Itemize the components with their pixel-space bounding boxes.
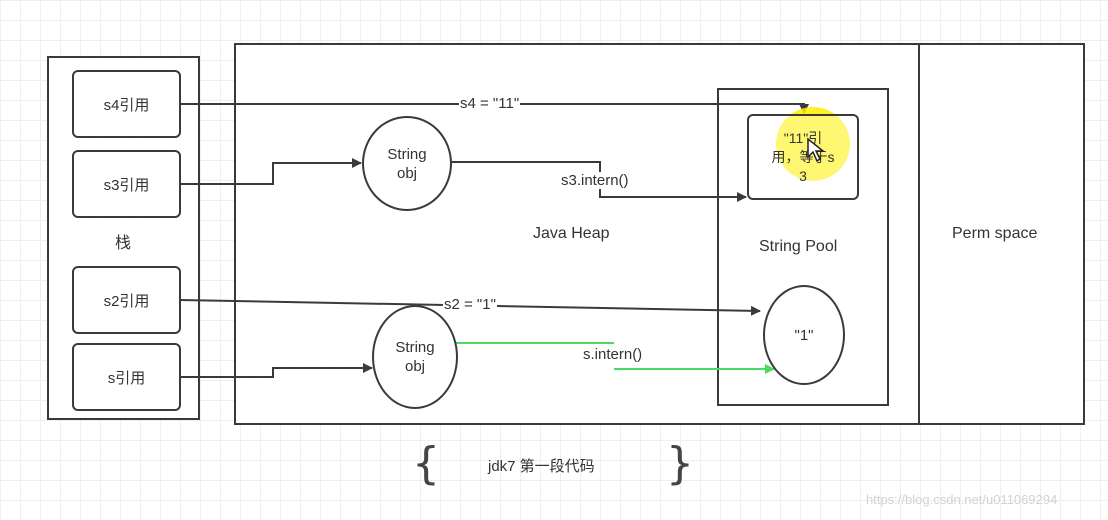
perm-space-panel [918, 43, 1085, 425]
stack-item-s: s引用 [72, 343, 181, 411]
string-literal-1: "1" [763, 285, 845, 385]
s3-ref-arrow [180, 158, 362, 185]
stack-item-s3: s3引用 [72, 150, 181, 218]
pool-reference-box: "11"引 用，等于s 3 [747, 114, 859, 200]
stack-item-label: s4引用 [103, 96, 150, 114]
stack-label: 栈 [115, 235, 132, 252]
caption: jdk7 第一段代码 [488, 458, 595, 475]
pool-ref-line3: 3 [799, 167, 807, 184]
stack-item-label: s2引用 [103, 292, 150, 310]
object-kind-label: obj [404, 358, 426, 375]
stack-item-label: s3引用 [103, 176, 150, 194]
string-pool-label: String Pool [759, 238, 838, 255]
stack-item-label: s引用 [107, 369, 146, 387]
right-brace-icon: } [666, 438, 694, 489]
string-object-s: String obj [372, 305, 458, 409]
watermark: https://blog.csdn.net/u011069294 [866, 492, 1058, 507]
s4-assign-label: s4 = "11" [459, 95, 521, 112]
mouse-cursor-icon [807, 137, 826, 163]
stack-item-s4: s4引用 [72, 70, 181, 138]
java-heap-label: Java Heap [533, 225, 610, 242]
left-brace-icon: { [412, 438, 440, 489]
s3-intern-label: s3.intern() [560, 172, 630, 189]
literal-value: "1" [794, 326, 814, 344]
pool-ref-line1: "11"引 [783, 129, 823, 146]
s2-assign-label: s2 = "1" [443, 296, 497, 313]
object-type-label: String [387, 145, 427, 163]
object-type-label: String [395, 339, 435, 356]
object-kind-label: obj [396, 164, 418, 182]
s-intern-arrow [456, 342, 774, 369]
s-intern-label: s.intern() [582, 346, 644, 363]
perm-space-label: Perm space [952, 225, 1038, 242]
stack-item-s2: s2引用 [72, 266, 181, 334]
s-ref-arrow [180, 363, 373, 378]
